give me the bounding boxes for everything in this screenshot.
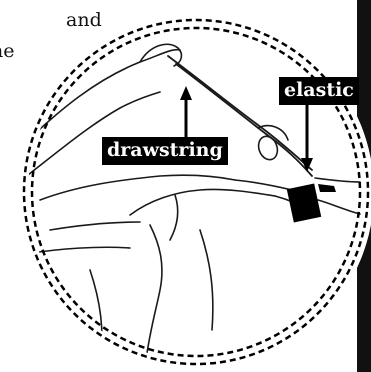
circle-backdrop — [18, 14, 371, 370]
elastic-label: elastic — [279, 77, 359, 105]
drawstring-label: drawstring — [102, 137, 228, 165]
